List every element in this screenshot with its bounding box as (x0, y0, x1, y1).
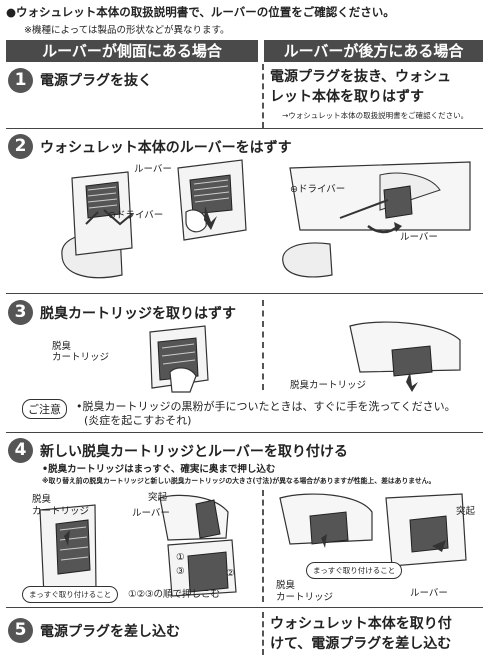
step3-cartridge-label-2: カートリッジ (52, 352, 110, 363)
model-note: ※機種によっては製品の形状などが異なります。 (24, 25, 230, 36)
caution-line2: (炎症を起こすおそれ) (84, 414, 192, 427)
step2-louver-label-right: ルーバー (400, 232, 438, 243)
step4-title: 新しい脱臭カートリッジとルーバーを取り付ける (40, 444, 348, 460)
step4-louver-label-right: ルーバー (410, 588, 448, 599)
intro-text: ●ウォシュレット本体の取扱説明書で、ルーバーの位置をご確認ください。 (6, 5, 395, 19)
step5-left-title: 電源プラグを差し込む (40, 624, 180, 640)
step4-tab-label-right: 突起 (456, 506, 476, 517)
step3-title: 脱臭カートリッジを取りはずす (40, 306, 236, 322)
step4-number: 4 (8, 438, 33, 463)
step4-subnote-1: •脱臭カートリッジはまっすぐ、確実に奥まで押し込む (42, 464, 276, 475)
divider-step4 (262, 490, 264, 602)
step3-number: 3 (8, 300, 33, 325)
step4-subnote-2: ※取り替え前の脱臭カートリッジと新しい脱臭カートリッジの大きさ(寸法)が異なる場… (42, 477, 436, 485)
divider-step5 (262, 612, 264, 655)
step4-num-1: ① (176, 552, 185, 563)
step4-cartridge-label-2: カートリッジ (32, 506, 90, 517)
step4-straight-badge-right: まっすぐ取り付けること (306, 562, 403, 579)
step5-right-line2: けて、電源プラグを差し込む (270, 636, 452, 652)
step5-number: 5 (8, 618, 33, 643)
step2-driver-label-left: ⊖ドライバー (108, 210, 164, 221)
step4-num-3: ③ (176, 566, 185, 577)
step4-cartridge-right-1: 脱臭 (276, 580, 296, 591)
step4-cartridge-right-2: カートリッジ (276, 592, 334, 603)
separator-2 (6, 293, 483, 294)
step2-number: 2 (8, 134, 33, 159)
step1-right-line2: レット本体を取りはずす (270, 89, 424, 105)
step4-tab-label: 突起 (148, 492, 168, 503)
header-side-louver: ルーバーが側面にある場合 (6, 40, 258, 62)
step1-right-line1: 電源プラグを抜き、ウォシュ (270, 69, 452, 85)
step2-louver-label-left: ルーバー (134, 164, 172, 175)
separator-4 (6, 607, 483, 608)
step2-title: ウォシュレット本体のルーバーをはずす (40, 140, 292, 156)
step4-louver-label: ルーバー (132, 508, 170, 519)
step1-left-title: 電源プラグを抜く (40, 73, 152, 89)
step1-right-note: →ウォシュレット本体の取扱説明書をご確認ください。 (282, 111, 469, 120)
caution-badge: ご注意 (22, 399, 67, 419)
step2-driver-label-right: ⊖ドライバー (290, 184, 346, 195)
step4-order-label: ①②③の順で押しこむ (128, 589, 221, 600)
divider-step3 (262, 300, 264, 390)
step4-straight-badge-left: まっすぐ取り付けること (22, 586, 119, 603)
step5-right-line1: ウォシュレット本体を取り付 (270, 616, 452, 632)
divider-step1 (262, 64, 264, 128)
step4-num-2: ② (226, 568, 235, 579)
header-rear-louver: ルーバーが後方にある場合 (264, 40, 483, 62)
caution-line1: •脱臭カートリッジの黒粉が手についたときは、すぐに手を洗ってください。 (76, 400, 456, 413)
step3-cartridge-label-1: 脱臭 (52, 341, 72, 352)
step4-cartridge-label-1: 脱臭 (32, 494, 52, 505)
step3-cartridge-label-right: 脱臭カートリッジ (290, 380, 367, 391)
separator-1 (6, 128, 483, 129)
step1-number: 1 (8, 68, 33, 93)
separator-3 (6, 432, 483, 433)
